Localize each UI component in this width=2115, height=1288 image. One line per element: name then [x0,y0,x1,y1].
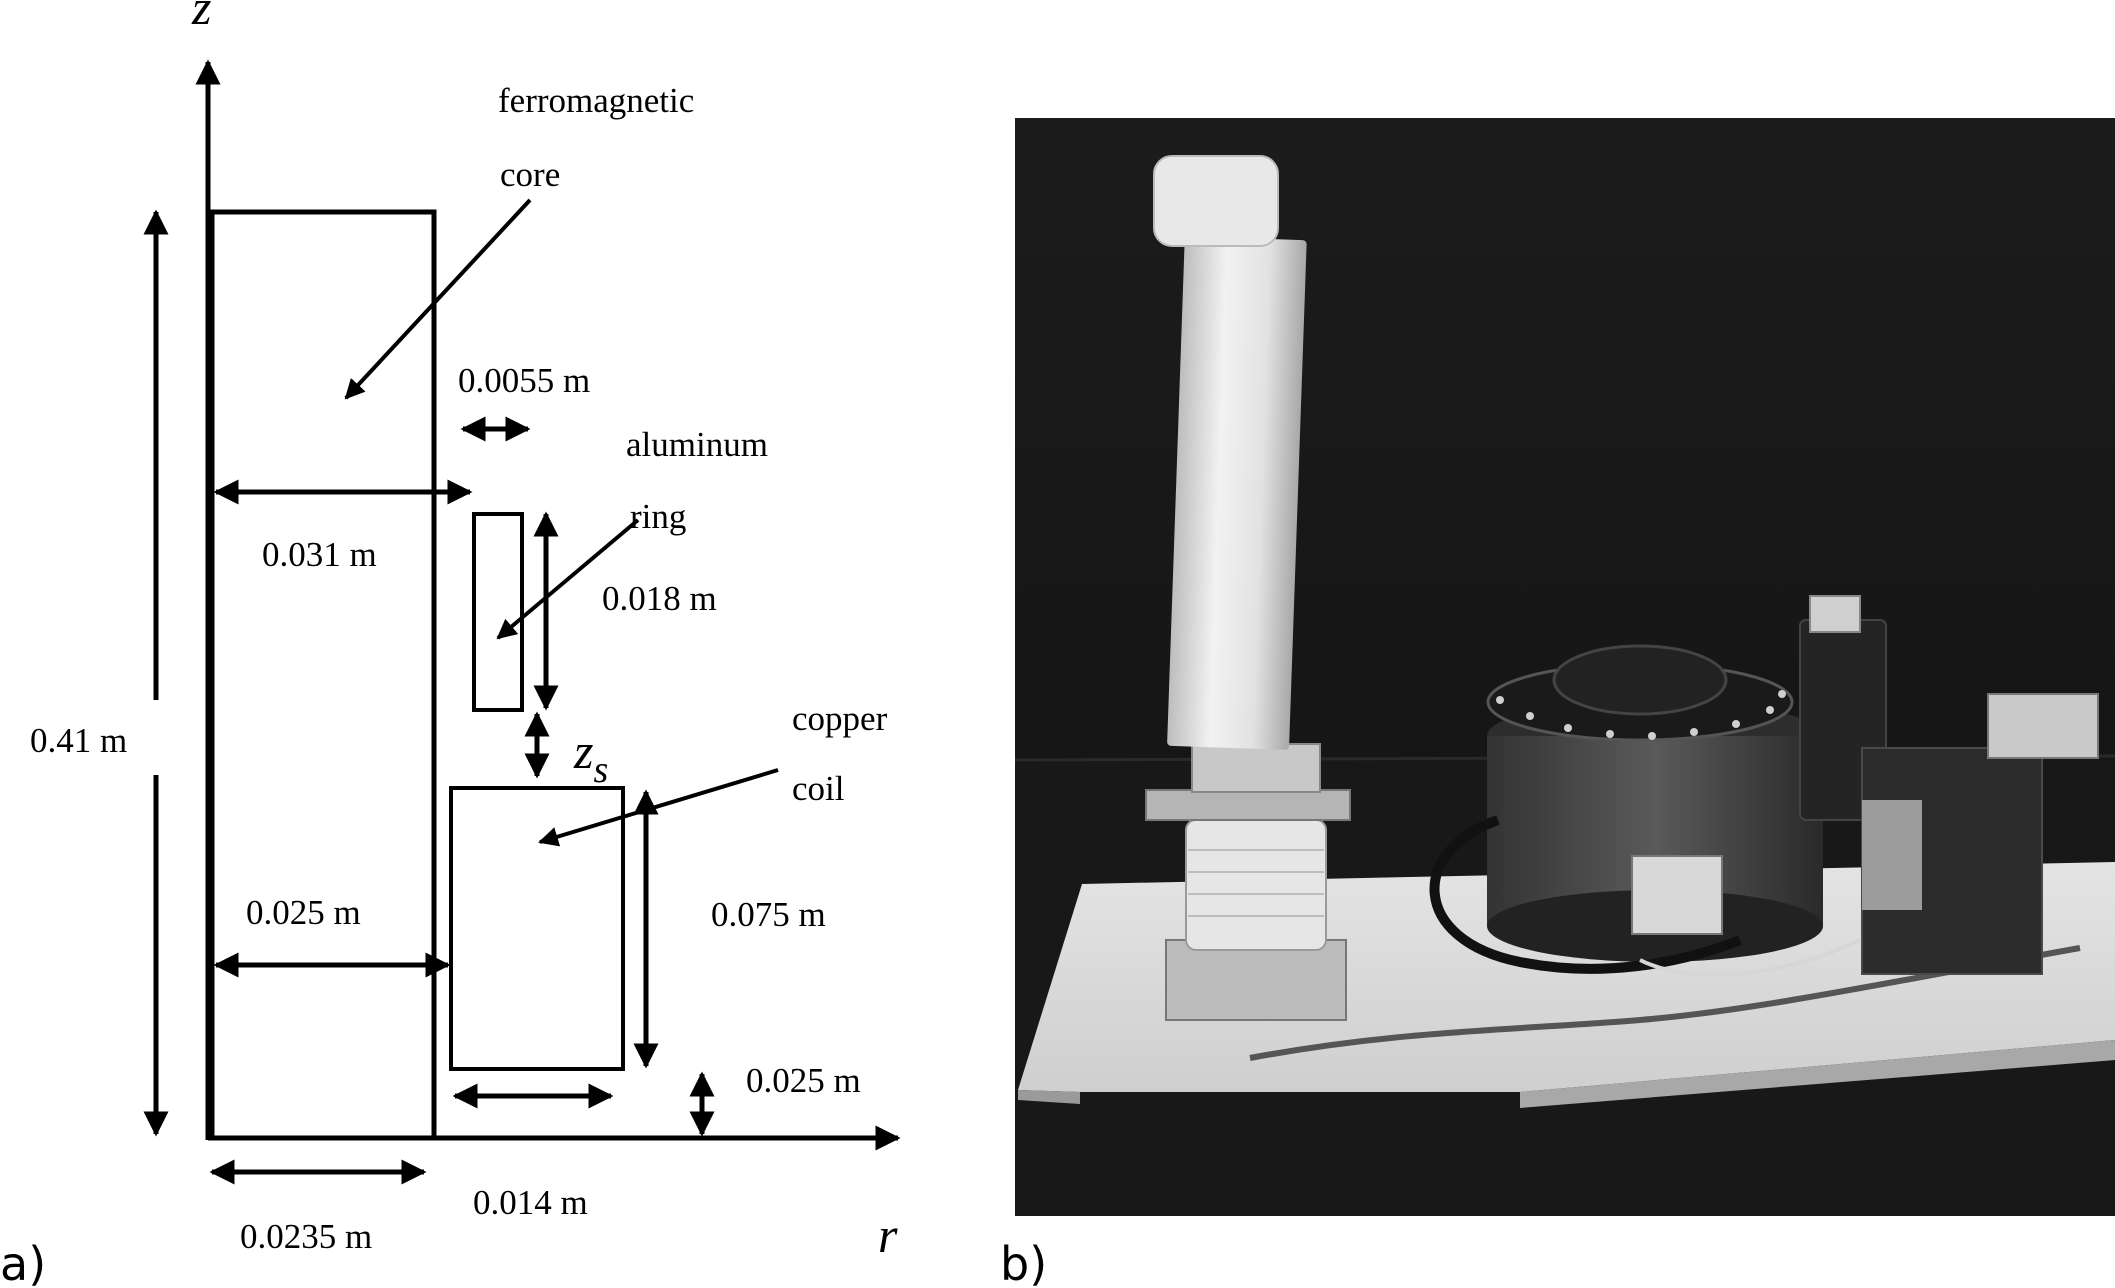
panel-b-label: b) [1000,1237,1047,1288]
variac-knob [1552,644,1728,716]
z-axis-label: z [191,0,211,35]
photo-ring [1191,743,1321,793]
panel-a-label: a) [0,1237,46,1288]
photo-cable [1429,815,1742,974]
core-radius-label: 0.0235 m [240,1217,372,1256]
gap-label: 0.0055 m [458,361,590,400]
ring-label-line1: aluminum [626,425,768,464]
coil-offset-label: 0.025 m [746,1061,861,1100]
core-width-label: 0.031 m [262,535,377,574]
panel-a-diagram: z r 0.41 m 0.031 m 0.0055 m 0.018 m zs 0… [0,0,901,1288]
coil-width-label: 0.014 m [473,1183,588,1222]
ferromagnetic-core [209,209,437,1141]
wire [1249,945,2081,1061]
coil-height-label: 0.075 m [711,895,826,934]
coil-inner-label: 0.025 m [246,893,361,932]
photo-coil [1185,819,1327,951]
ring-height-label: 0.018 m [602,579,717,618]
core-pointer-arrow [344,198,532,400]
variac-label-plate [1631,855,1723,935]
coil-pointer-arrow [538,768,779,847]
r-axis-label: r [878,1207,898,1263]
mount-plate [1165,939,1347,1021]
ring-label-line2: ring [630,497,686,536]
panel-b-photo: b) [1000,118,2115,1288]
ring-pointer-arrow [496,518,640,640]
core-label-line1: ferromagnetic [498,81,694,120]
copper-coil [449,786,625,1071]
core-height-label: 0.41 m [30,721,127,760]
zs-label: zs [573,723,608,791]
core-label-line2: core [500,155,560,194]
photo-core-tube [1167,236,1307,750]
photo-plate [1145,789,1351,821]
photo-core-cap [1153,155,1279,247]
coil-label-line1: copper [792,699,888,738]
aluminum-ring [472,512,524,712]
photo-meter [1987,693,2099,759]
coil-label-line2: coil [792,769,845,808]
